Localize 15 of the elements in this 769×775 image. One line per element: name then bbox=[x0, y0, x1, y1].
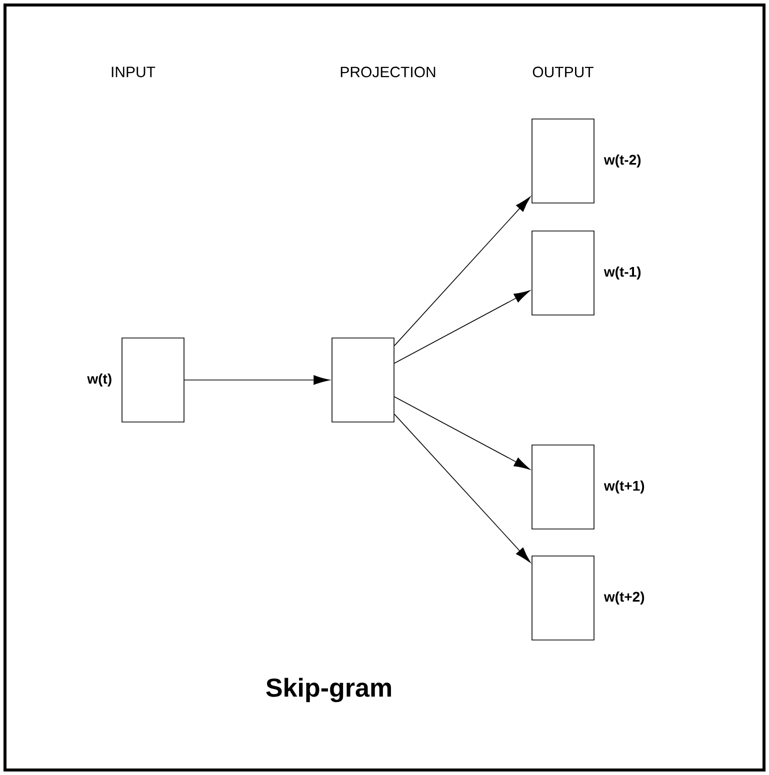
word-label: w(t-2) bbox=[604, 154, 641, 168]
column-heading: OUTPUT bbox=[532, 66, 594, 78]
word-label: w(t-1) bbox=[604, 266, 641, 280]
box bbox=[332, 338, 394, 422]
word-label: w(t+2) bbox=[604, 591, 644, 605]
column-heading: INPUT bbox=[112, 66, 156, 78]
arrow bbox=[394, 414, 531, 563]
column-heading: PROJECTION bbox=[340, 66, 436, 78]
word-label: w(t+1) bbox=[604, 480, 644, 494]
word-label: w(t) bbox=[87, 373, 112, 387]
arrow bbox=[394, 290, 530, 364]
arrow bbox=[184, 375, 330, 385]
arrow bbox=[394, 396, 530, 470]
title: Skip-gram bbox=[266, 678, 391, 702]
arrow bbox=[394, 196, 531, 346]
